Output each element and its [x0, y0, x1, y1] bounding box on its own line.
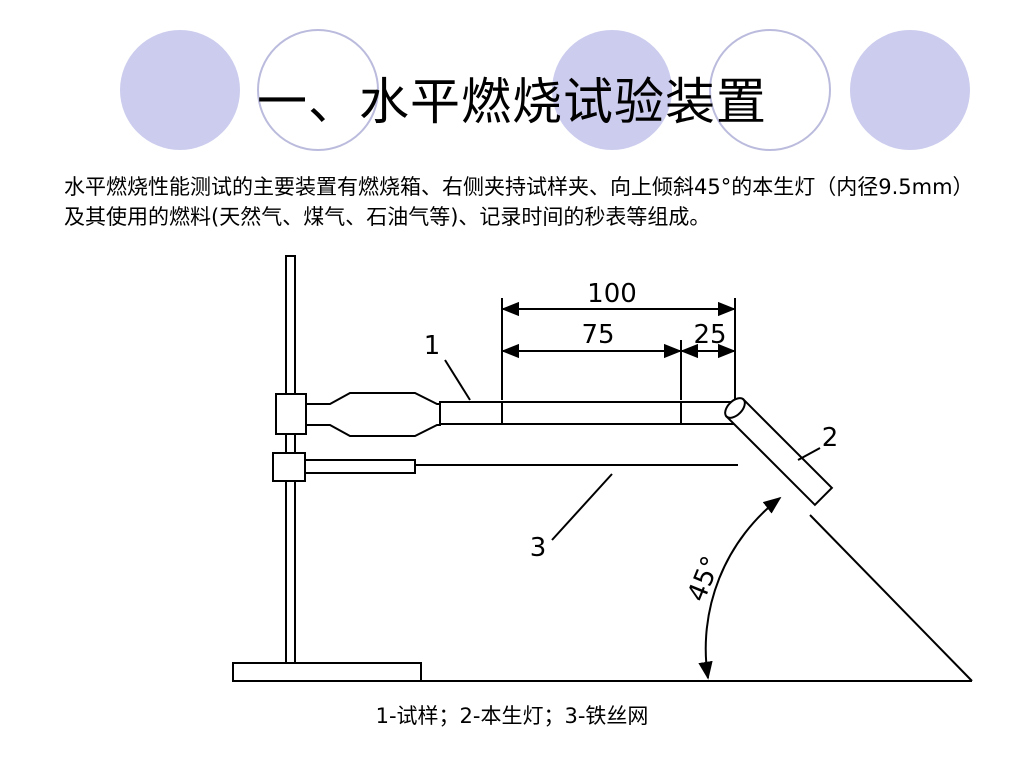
dim-label-75: 75: [581, 320, 614, 350]
description-text: 水平燃烧性能测试的主要装置有燃烧箱、右侧夹持试样夹、向上倾斜45°的本生灯（内径…: [64, 175, 964, 229]
lower-clamp: [272, 452, 306, 482]
upper-clamp: [275, 393, 307, 435]
angle-label: 45°: [682, 552, 727, 606]
page-title: 一、水平燃烧试验装置: [257, 73, 767, 131]
specimen: [439, 401, 736, 425]
leader-1: [444, 359, 471, 401]
callout-label-3: 3: [530, 533, 547, 563]
callout-label-2: 2: [822, 423, 839, 453]
decorative-circles: [120, 29, 970, 151]
dim-label-100: 100: [587, 279, 637, 309]
leader-2: [797, 447, 821, 461]
bunsen-burner-tube: [725, 398, 834, 507]
decor-circle-5: [850, 30, 970, 150]
stand-base: [232, 662, 422, 682]
specimen-holder: [305, 392, 441, 437]
figure-caption: 1-试样；2-本生灯；3-铁丝网: [375, 704, 649, 728]
angle-arc: [698, 496, 782, 680]
decor-circle-1: [120, 30, 240, 150]
decor-circle-4: [709, 29, 831, 151]
decor-circle-3: [552, 30, 672, 150]
burner-axis-line: [809, 514, 973, 682]
dim-label-25: 25: [693, 320, 726, 350]
gauze-holder: [304, 459, 416, 474]
callout-label-1: 1: [424, 331, 441, 361]
decor-circle-2: [257, 29, 379, 151]
leader-3: [551, 473, 613, 541]
bunsen-burner-mouth: [724, 397, 746, 419]
